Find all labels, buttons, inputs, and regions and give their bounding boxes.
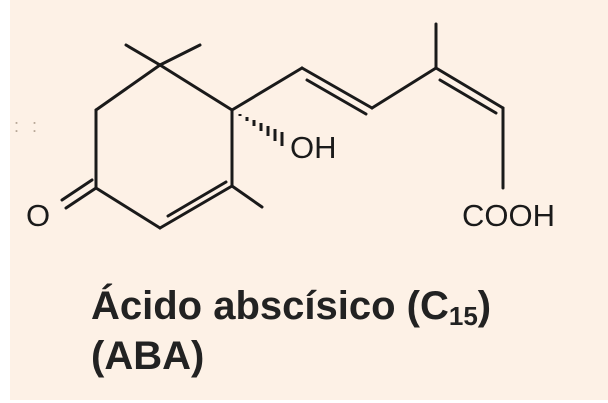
ketone-oxygen-label: O [26, 198, 50, 233]
bond-c4-c5-double [166, 180, 228, 218]
bond-ketone-1 [64, 186, 98, 210]
bond-chain-2 [300, 66, 374, 110]
compound-name-text: Ácido abscísico (C [91, 284, 449, 328]
bond-methyl-a [124, 43, 162, 67]
bond-c6-c1 [158, 63, 234, 112]
bond-c1-c2 [94, 63, 162, 112]
bond-c4-c5 [158, 184, 234, 230]
bond-methyl-b [158, 43, 202, 67]
hydroxyl-label: OH [290, 130, 337, 165]
carbon-count-subscript: 15 [448, 301, 478, 331]
compound-name-close: ) [477, 284, 492, 328]
abscisic-acid-structure: OH O COOH [26, 22, 555, 233]
decorative-dots: : : [14, 116, 42, 136]
bond-chain-1 [230, 66, 304, 112]
bond-ketone-2 [60, 178, 94, 202]
bond-methyl-c [230, 184, 264, 209]
bond-chain-2-double [305, 78, 368, 116]
bond-chain-3 [370, 66, 438, 110]
hashed-wedge-bond [238, 114, 284, 146]
compound-abbreviation: (ABA) [91, 334, 205, 378]
bond-chain-4-double [438, 78, 498, 115]
bond-chain-4 [434, 66, 505, 110]
compound-name: Ácido abscísico (C15) [91, 286, 491, 329]
carboxyl-label: COOH [462, 198, 555, 233]
figure-panel [10, 0, 608, 400]
bond-c3-c4 [94, 186, 162, 230]
